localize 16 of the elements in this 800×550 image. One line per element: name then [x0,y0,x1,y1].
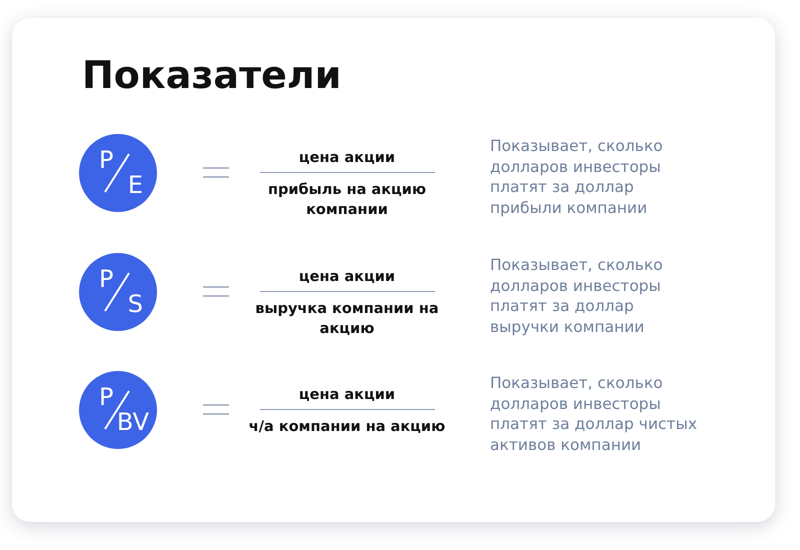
ratio-letter: P [99,147,114,173]
description-text: Показывает, сколько долларов инвесторы платят за доллар выручки компании [490,255,664,337]
title: Показатели [82,52,342,98]
denominator-text: выручка компании на акцию [254,300,440,339]
description-text: Показывает, сколько долларов инвесторы платят за доллар прибыли компании [490,136,664,218]
denominator-text: ч/а компании на акцию [248,418,446,437]
ratio-letter: BV [116,409,149,435]
ratio-letter: P [99,266,114,292]
description-text: Показывает, сколько долларов инвесторы платят за доллар чистых активов компании [490,373,698,455]
ratio-letter: S [128,291,143,317]
ratio-letter: P [99,384,114,410]
denominator-text: прибыль на акцию компании [266,181,428,220]
numerator-text: цена акции [298,149,396,168]
numerator-text: цена акции [298,386,396,405]
ratio-letter: E [128,172,143,198]
numerator-text: цена акции [298,268,396,287]
